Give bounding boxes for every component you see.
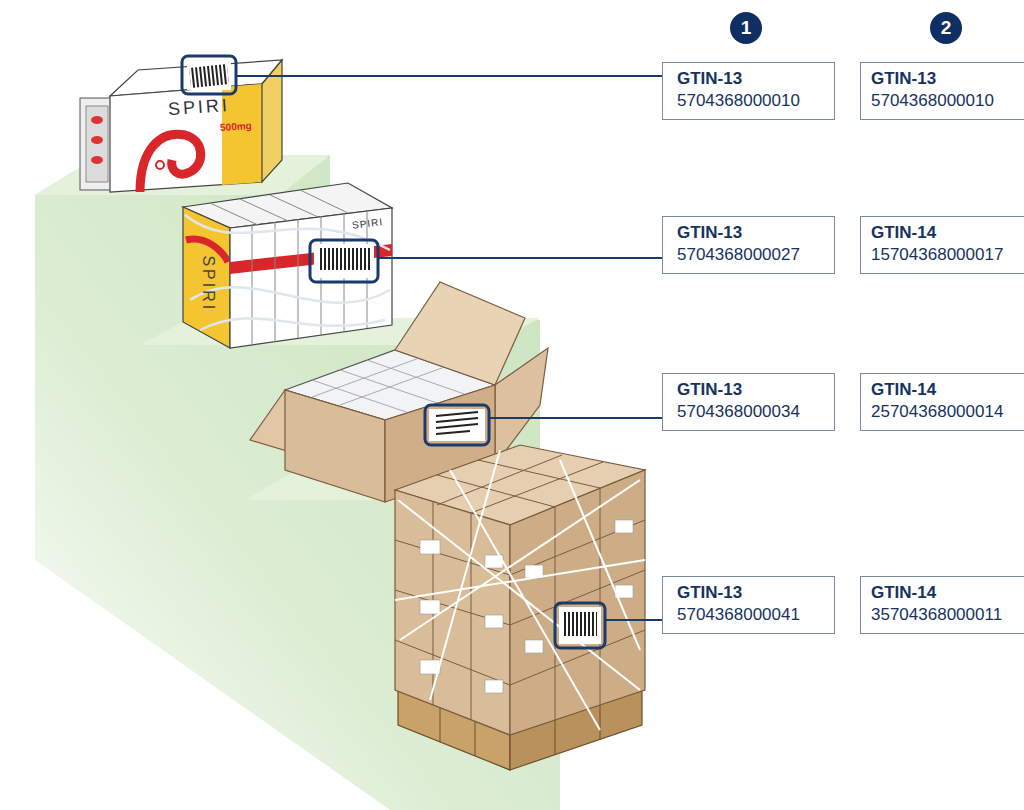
gtin-box: GTIN-135704368000010 [662,62,835,120]
gtin-type: GTIN-14 [871,222,1024,244]
brand-text: 500mg [220,120,252,133]
gtin-type: GTIN-13 [677,68,826,90]
callout-number: 1 [730,12,762,44]
gtin-box: GTIN-135704368000041 [662,576,835,634]
gtin-box: GTIN-135704368000034 [662,373,835,431]
gtin-type: GTIN-13 [677,379,826,401]
brand-text: SPIRI [200,255,218,312]
gtin-box: GTIN-135704368000010 [860,62,1024,120]
gtin-type: GTIN-14 [871,379,1024,401]
gtin-box: GTIN-1425704368000014 [860,373,1024,431]
gtin-number: 5704368000010 [677,90,826,112]
callout-number: 2 [930,12,962,44]
gtin-box: GTIN-1415704368000017 [860,216,1024,274]
gtin-box: GTIN-135704368000027 [662,216,835,274]
callout-text: 2 [941,18,952,38]
gtin-number: 5704368000041 [677,604,826,626]
callout-text: 1 [741,18,752,38]
gtin-type: GTIN-13 [871,68,1024,90]
gtin-type: GTIN-14 [871,582,1024,604]
gtin-number: 35704368000011 [871,604,1024,626]
gtin-number: 15704368000017 [871,244,1024,266]
gtin-number: 25704368000014 [871,401,1024,423]
gtin-box: GTIN-1435704368000011 [860,576,1024,634]
gtin-type: GTIN-13 [677,582,826,604]
gtin-type: GTIN-13 [677,222,826,244]
gtin-number: 5704368000034 [677,401,826,423]
gtin-number: 5704368000027 [677,244,826,266]
gtin-number: 5704368000010 [871,90,1024,112]
